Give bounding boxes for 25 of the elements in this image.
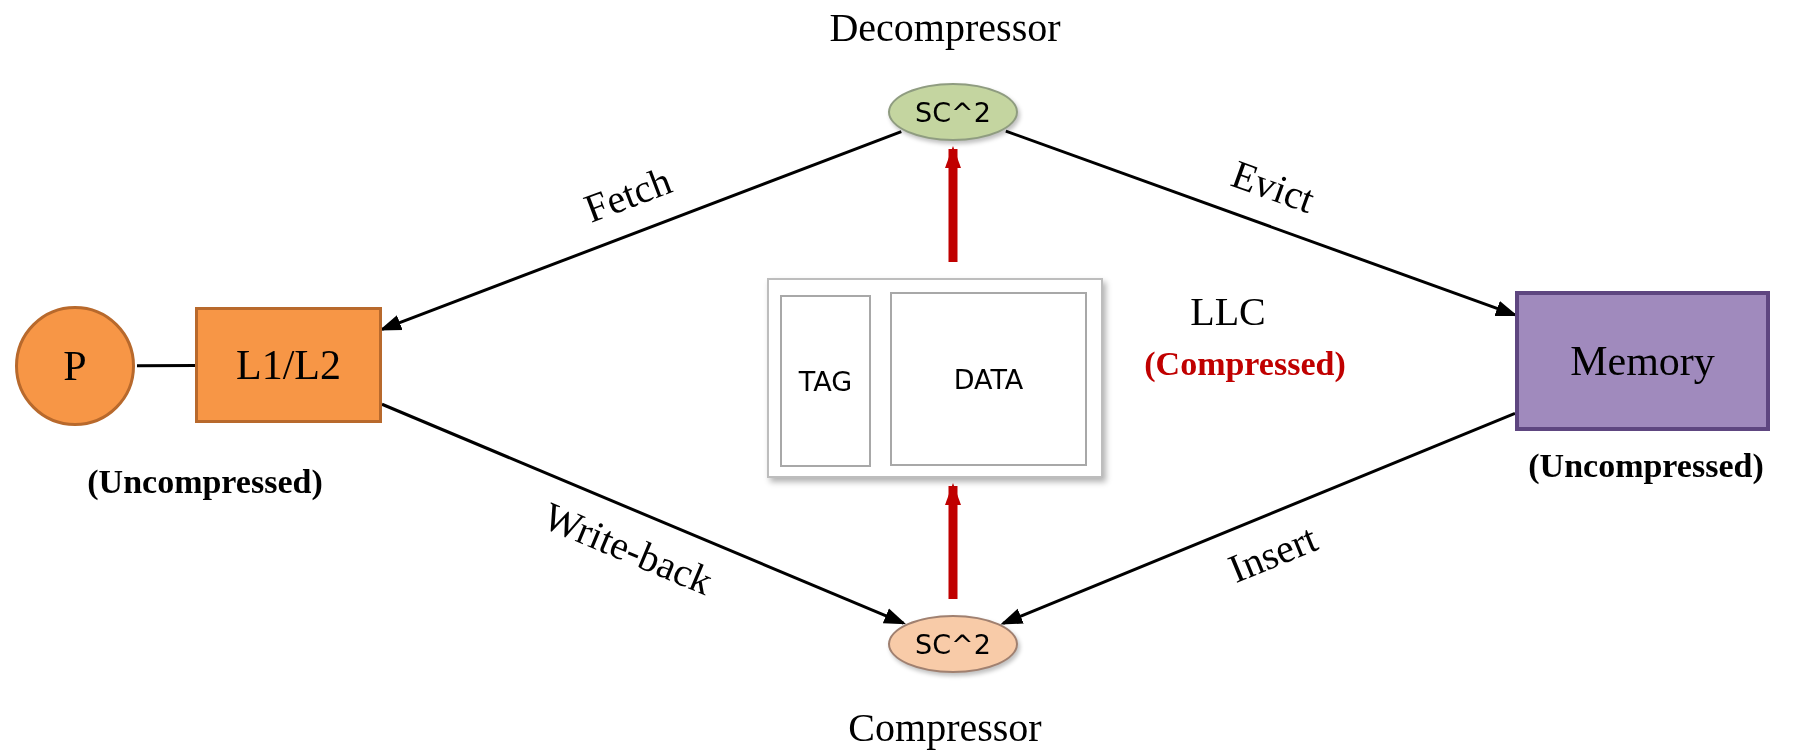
node-text: TAG	[798, 367, 853, 395]
compressor-ellipse	[888, 615, 1018, 673]
memory-box	[1515, 291, 1770, 431]
node-text: DATA	[953, 365, 1024, 393]
cache-box	[195, 307, 382, 423]
node-text: L1/L2	[236, 344, 341, 386]
arrow	[945, 483, 961, 599]
data-box	[890, 292, 1087, 466]
node-text: Memory	[1570, 340, 1715, 382]
decompressor-ellipse	[888, 83, 1018, 141]
unit-label: Decompressor	[829, 8, 1061, 48]
node-text: P	[63, 345, 87, 387]
state-label: (Uncompressed)	[87, 465, 323, 499]
arrow	[381, 402, 907, 625]
arrow	[945, 146, 961, 262]
cache-panel	[767, 278, 1103, 478]
tag-box	[780, 295, 871, 467]
node-text: SC^2	[915, 630, 991, 658]
state-label: (Uncompressed)	[1528, 449, 1764, 483]
connector-line	[137, 363, 195, 368]
state-label: (Compressed)	[1144, 347, 1346, 381]
arrow	[1000, 411, 1516, 625]
node-text: SC^2	[915, 98, 991, 126]
unit-label: Compressor	[848, 708, 1042, 748]
cache-label: LLC	[1190, 292, 1266, 332]
